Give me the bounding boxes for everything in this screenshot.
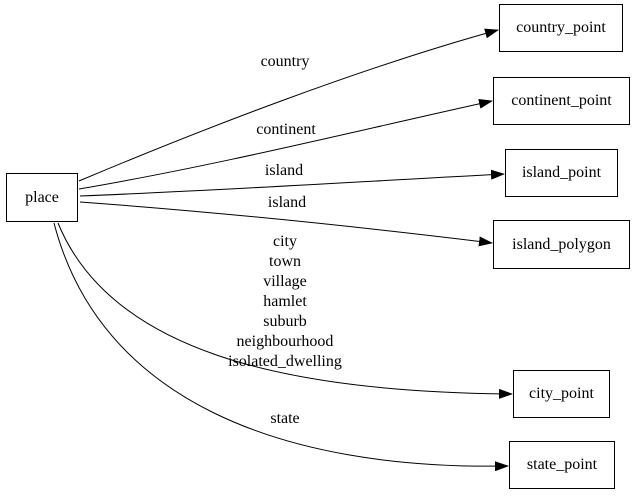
edge-label-city-group: city town village hamlet suburb neighbou… bbox=[228, 232, 342, 372]
edge-label-suburb: suburb bbox=[263, 313, 307, 330]
edge-place-island-polygon bbox=[79, 201, 493, 247]
node-city-point-label: city_point bbox=[529, 385, 594, 402]
edge-place-city-point bbox=[57, 222, 513, 399]
node-city-point: city_point bbox=[513, 370, 610, 418]
edge-label-island-1: island bbox=[264, 162, 304, 179]
edge-label-town: town bbox=[268, 253, 301, 270]
node-country-point: country_point bbox=[499, 4, 623, 52]
edge-place-state-point bbox=[53, 222, 509, 472]
edge-place-country-point bbox=[78, 28, 499, 182]
node-continent-point: continent_point bbox=[493, 77, 630, 125]
edge-label-continent: continent bbox=[256, 121, 316, 138]
node-state-point-label: state_point bbox=[526, 456, 598, 473]
node-island-point-label: island_point bbox=[521, 164, 602, 181]
edge-label-country: country bbox=[260, 53, 310, 70]
edge-label-neighbourhood: neighbourhood bbox=[236, 333, 334, 350]
node-island-polygon-label: island_polygon bbox=[512, 235, 611, 253]
edge-label-village: village bbox=[263, 273, 307, 290]
edge-place-continent-point bbox=[78, 98, 493, 190]
node-island-polygon: island_polygon bbox=[493, 220, 630, 269]
edge-label-island-2: island bbox=[267, 194, 307, 211]
edge-place-island-point bbox=[79, 169, 505, 197]
node-place-label: place bbox=[25, 188, 59, 206]
node-state-point: state_point bbox=[509, 441, 615, 489]
node-continent-point-label: continent_point bbox=[511, 92, 612, 109]
edge-label-state: state bbox=[270, 410, 300, 427]
edge-label-city: city bbox=[272, 233, 297, 250]
node-country-point-label: country_point bbox=[516, 19, 606, 36]
edge-label-hamlet: hamlet bbox=[263, 293, 307, 310]
node-island-point: island_point bbox=[505, 149, 618, 197]
edge-label-isolated-dwelling: isolated_dwelling bbox=[228, 353, 342, 370]
node-place: place bbox=[6, 173, 78, 222]
